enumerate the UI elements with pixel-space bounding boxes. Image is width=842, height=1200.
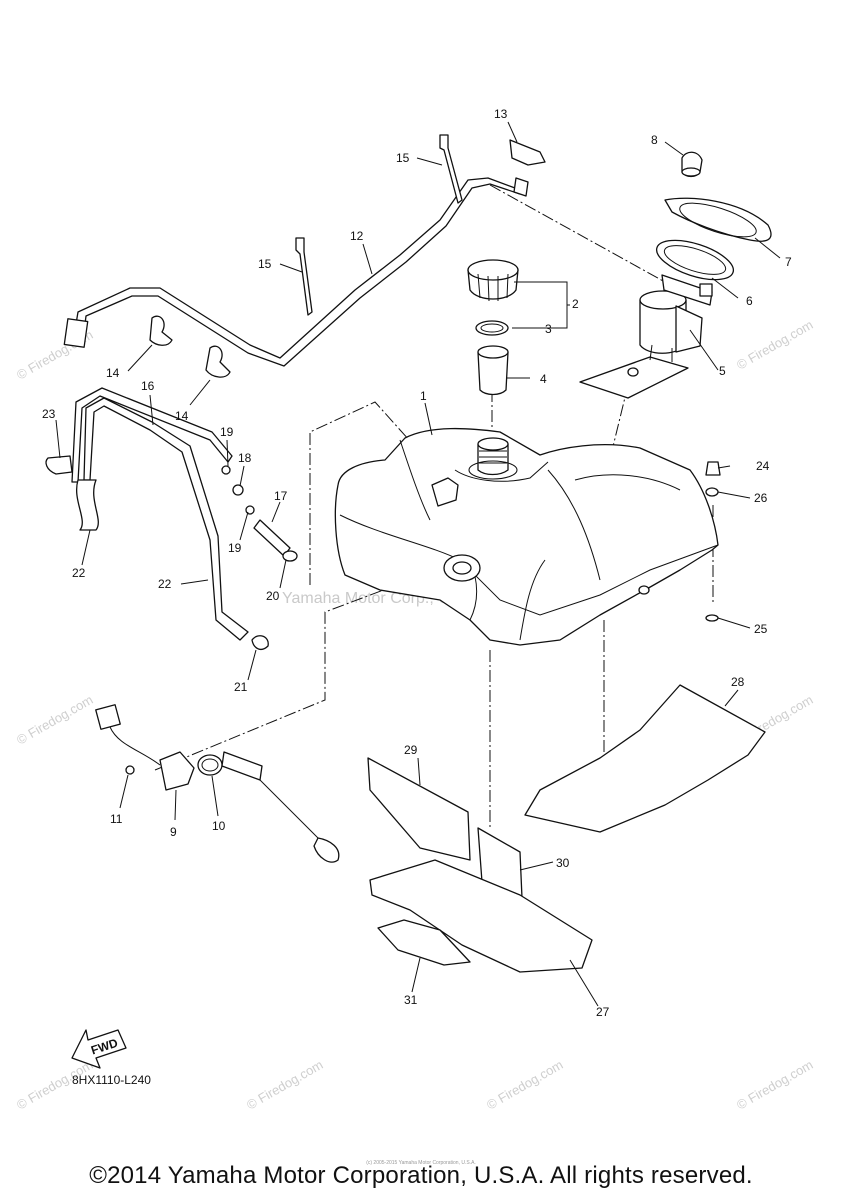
callout-22b: 22	[158, 577, 172, 591]
callout-numbers: 1 2 3 4 5 6 7 8 9 10 11 12 13 14 14 15 1…	[42, 107, 792, 1019]
joint-fittings	[221, 465, 298, 562]
callout-7: 7	[785, 255, 792, 269]
callout-11: 11	[110, 812, 123, 826]
diagram-code: 8HX1110-L240	[72, 1073, 151, 1087]
fuel-tank	[334, 427, 719, 646]
callout-24: 24	[756, 459, 770, 473]
callout-19b: 19	[228, 541, 242, 555]
callout-12: 12	[350, 229, 364, 243]
fuel-hose	[63, 139, 546, 367]
callout-10: 10	[212, 819, 226, 833]
leader-lines	[55, 121, 781, 1007]
filler-neck-tube	[477, 345, 509, 396]
fine-print: (c) 2005-2015 Yamaha Motor Corporation, …	[366, 1160, 476, 1166]
callout-28: 28	[731, 675, 745, 689]
copyright-notice: ©2014 Yamaha Motor Corporation, U.S.A. A…	[89, 1162, 753, 1189]
fuel-cap	[467, 259, 519, 302]
callout-2: 2	[572, 297, 579, 311]
callout-21: 21	[234, 680, 248, 694]
pump-retainer-plate	[664, 197, 772, 242]
callout-16: 16	[141, 379, 155, 393]
callout-4: 4	[540, 372, 547, 386]
callout-30: 30	[556, 856, 570, 870]
watermark-text: © Firedog.com	[484, 1057, 566, 1113]
hose-clip	[45, 455, 73, 475]
callout-20: 20	[266, 589, 280, 603]
callout-13: 13	[494, 107, 508, 121]
callout-29: 29	[404, 743, 418, 757]
hose-holders	[149, 315, 231, 378]
callout-25: 25	[754, 622, 768, 636]
protector-pads	[367, 684, 766, 973]
callout-14: 14	[106, 366, 120, 380]
callout-23: 23	[42, 407, 56, 421]
pump-gasket	[655, 239, 735, 281]
callout-27: 27	[596, 1005, 610, 1019]
callout-5: 5	[719, 364, 726, 378]
cap-gasket	[475, 320, 509, 336]
breather-hoses	[71, 387, 269, 651]
callout-8: 8	[651, 133, 658, 147]
watermark-text: © Firedog.com	[734, 1057, 816, 1113]
callout-17: 17	[274, 489, 288, 503]
callout-9: 9	[170, 825, 177, 839]
cable-ties	[295, 134, 463, 316]
callout-3: 3	[545, 322, 552, 336]
fwd-arrow-icon: FWD	[71, 1029, 127, 1069]
callout-6: 6	[746, 294, 753, 308]
watermark-text: © Firedog.com	[734, 317, 816, 373]
callout-14b: 14	[175, 409, 189, 423]
callout-19: 19	[220, 425, 234, 439]
callout-15: 15	[396, 151, 410, 165]
callout-18: 18	[238, 451, 252, 465]
callout-22: 22	[72, 566, 86, 580]
fuel-pump	[579, 274, 713, 399]
rubber-cap	[681, 151, 703, 178]
watermark-text: © Firedog.com	[14, 692, 96, 748]
callout-15b: 15	[258, 257, 272, 271]
callout-26: 26	[754, 491, 768, 505]
small-fittings	[705, 461, 721, 622]
callout-1: 1	[420, 389, 427, 403]
callout-31: 31	[404, 993, 418, 1007]
watermark-text: © Firedog.com	[244, 1057, 326, 1113]
fuel-sender-unit	[95, 704, 340, 863]
